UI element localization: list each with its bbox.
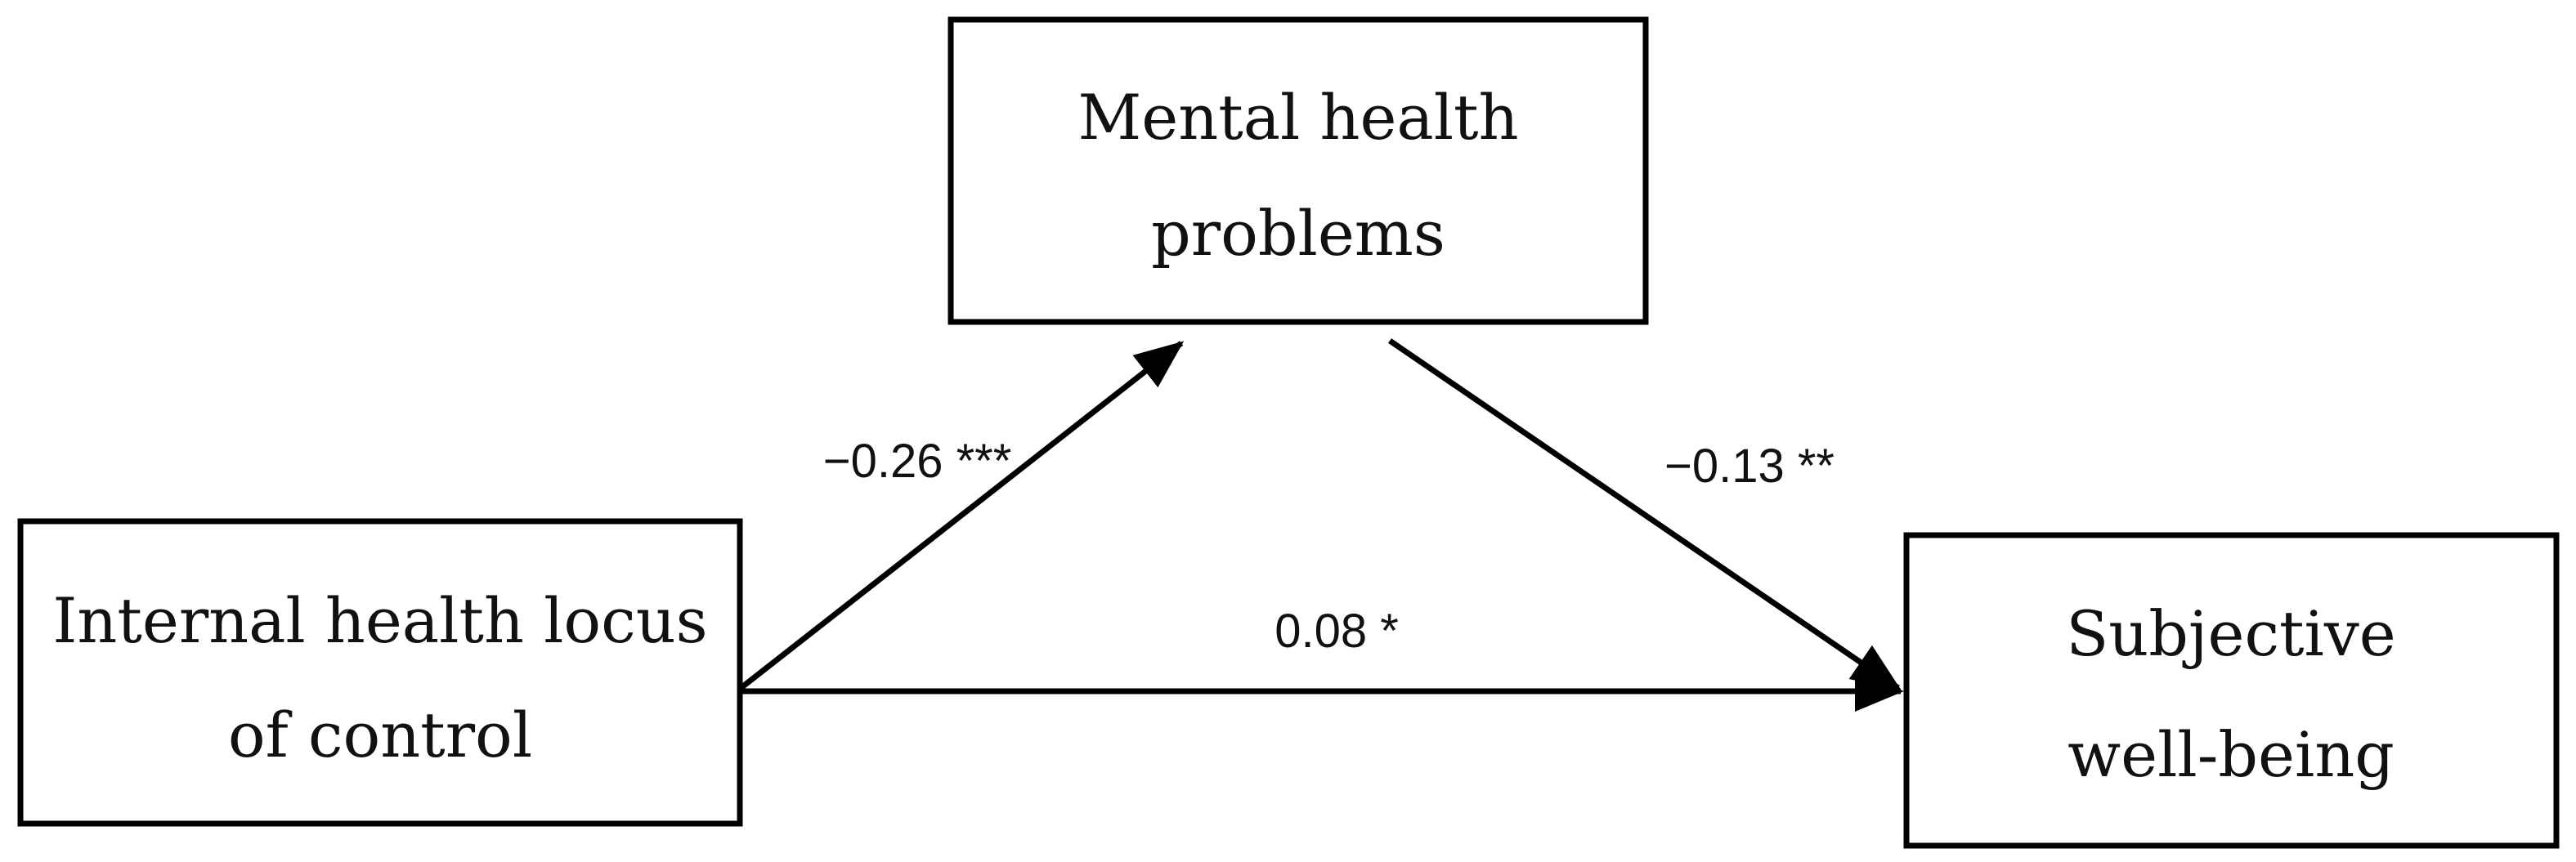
node-mediator: Mental health problems	[948, 16, 1649, 325]
coef-path-c-prime: 0.08 *	[1275, 605, 1399, 658]
arrow-mediator-to-outcome	[1388, 338, 1902, 690]
node-predictor-line2: of control	[228, 699, 532, 771]
node-outcome: Subjective well-being	[1903, 532, 2560, 849]
node-outcome-line2: well-being	[2068, 718, 2395, 791]
coef-path-b: −0.13 **	[1664, 440, 1835, 493]
arrow-predictor-to-mediator	[737, 341, 1185, 691]
node-predictor: Internal health locus of control	[17, 518, 743, 827]
node-mediator-line1: Mental health	[1077, 81, 1518, 154]
coef-path-a: −0.26 ***	[823, 435, 1012, 488]
node-mediator-line2: problems	[1151, 197, 1445, 270]
node-predictor-line1: Internal health locus	[52, 584, 707, 657]
node-outcome-line1: Subjective	[2066, 597, 2396, 670]
